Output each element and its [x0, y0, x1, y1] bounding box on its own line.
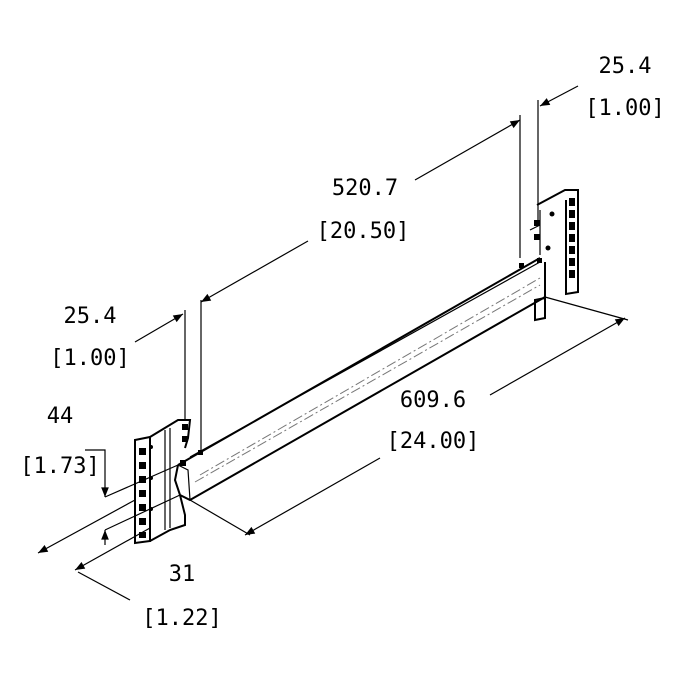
- label-overall-in: [24.00]: [387, 429, 480, 454]
- label-front-in: [1.00]: [50, 346, 129, 371]
- label-overall-mm: 609.6: [400, 388, 466, 413]
- front-post: [134, 419, 203, 545]
- dim-overall-length: [189, 296, 629, 536]
- dim-inner-span: [200, 115, 521, 450]
- dim-height: [85, 449, 181, 545]
- label-depth-in: [1.22]: [142, 606, 221, 631]
- label-span-mm: 520.7: [332, 176, 398, 201]
- rear-post: [519, 189, 579, 322]
- label-span-in: [20.50]: [317, 219, 410, 244]
- label-rear-in: [1.00]: [585, 96, 664, 121]
- label-height-mm: 44: [47, 404, 74, 429]
- dim-front-flange: [134, 310, 186, 420]
- dim-rear-flange: [537, 85, 579, 225]
- label-height-in: [1.73]: [20, 454, 99, 479]
- rail: [173, 257, 546, 502]
- dim-depth: [37, 499, 151, 601]
- label-front-mm: 25.4: [64, 304, 117, 329]
- label-depth-mm: 31: [169, 562, 196, 587]
- label-rear-mm: 25.4: [599, 54, 652, 79]
